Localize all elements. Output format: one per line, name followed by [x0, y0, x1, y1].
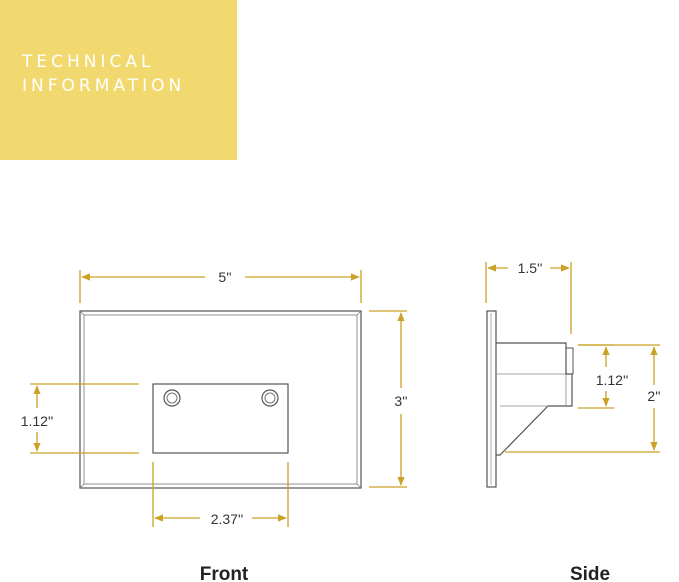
dimension-side-base-height — [505, 344, 660, 453]
side-view-label: Side — [570, 564, 610, 582]
dimension-cutout-width — [152, 462, 289, 527]
side-depth-label: 1.5'' — [518, 260, 543, 276]
side-body — [496, 342, 573, 456]
front-plate-bevel — [83, 314, 358, 485]
dimension-cutout-height — [30, 383, 139, 454]
front-plate-outer — [79, 310, 362, 489]
banner-title-line-1: TECHNICAL — [22, 52, 155, 72]
screw-hole-left — [163, 389, 181, 407]
dimension-front-width — [79, 270, 362, 303]
front-width-label: 5'' — [218, 269, 231, 285]
side-base-height-label: 2'' — [647, 388, 660, 404]
technical-information-banner: TECHNICAL INFORMATION — [0, 0, 237, 160]
cutout-height-label: 1.12'' — [21, 413, 54, 429]
screw-hole-right — [261, 389, 279, 407]
banner-title: TECHNICAL INFORMATION — [22, 50, 185, 98]
cutout-width-label: 2.37'' — [211, 511, 244, 527]
side-tube-height-label: 1.12'' — [596, 372, 629, 388]
side-tube-cap — [565, 347, 574, 375]
banner-title-line-2: INFORMATION — [22, 76, 186, 96]
dimension-side-depth — [485, 262, 572, 334]
side-plate — [486, 310, 497, 488]
front-view: 5'' 3'' 1.12'' 2.37'' Front — [21, 269, 408, 582]
dimension-front-height — [369, 310, 407, 488]
front-view-label: Front — [200, 564, 249, 582]
front-cutout — [152, 383, 289, 454]
side-view: 1.5'' 1.12'' 2'' Side — [485, 260, 661, 582]
front-height-label: 3'' — [394, 393, 407, 409]
